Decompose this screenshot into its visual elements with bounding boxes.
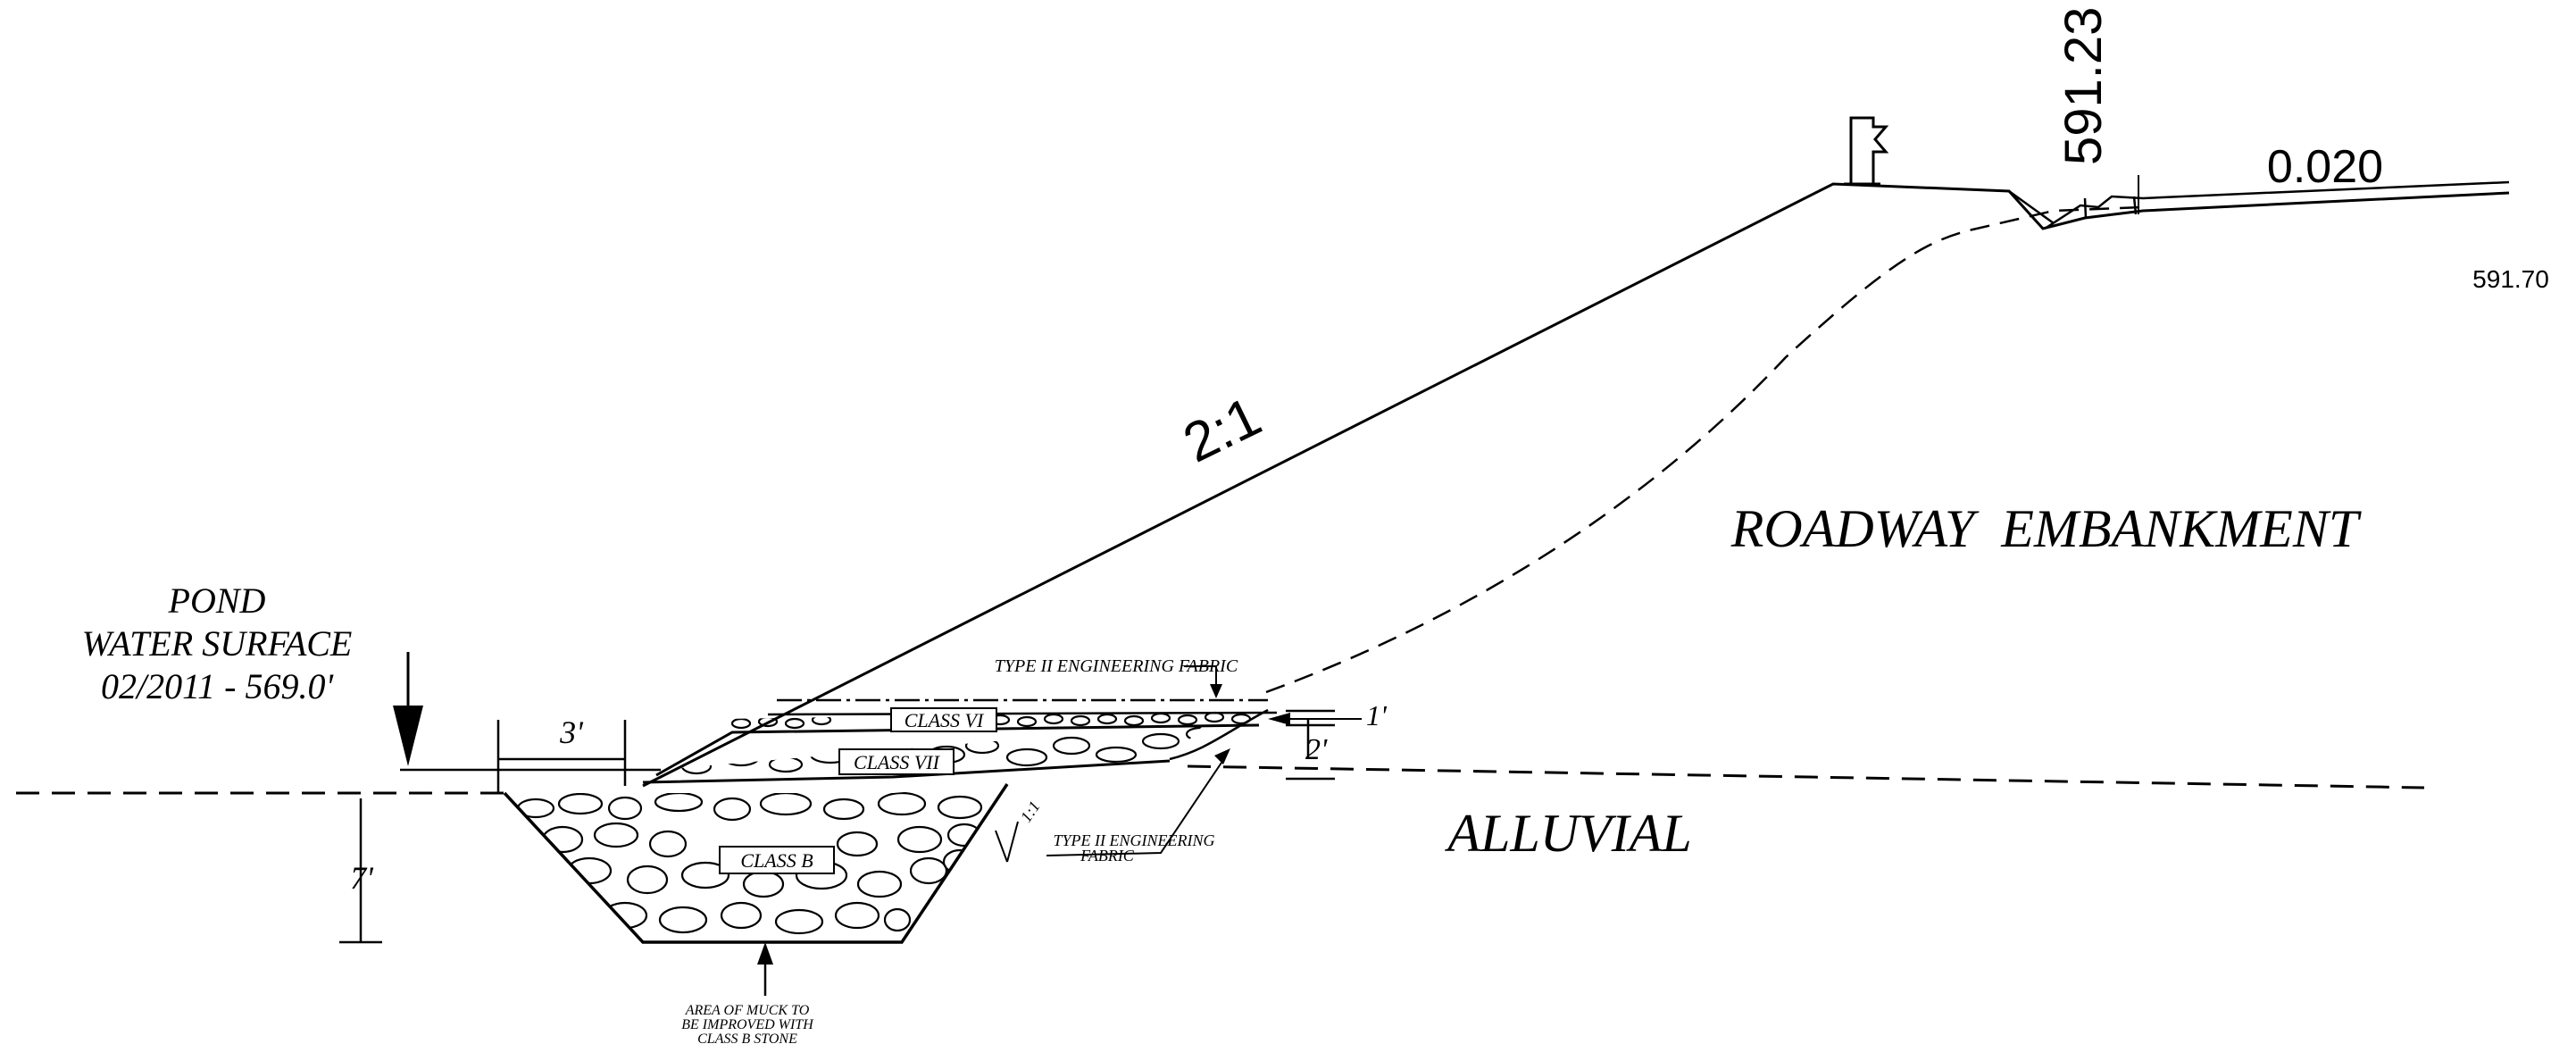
muck-note-line1: AREA OF MUCK TO — [685, 1003, 810, 1018]
water-surface-label: WATER SURFACE — [82, 623, 353, 664]
cross-slope-label: 0.020 — [2267, 141, 2383, 193]
slope-ratio-label: 2:1 — [1174, 386, 1271, 475]
class-vi-stone-fill — [730, 711, 1252, 730]
dim-1ft-arrowhead — [1268, 713, 1290, 725]
dim-7ft-line — [339, 798, 382, 944]
fabric-bottom-label-line1: TYPE II ENGINEERING — [1054, 831, 1215, 849]
water-surface-arrowhead — [393, 706, 423, 766]
fabric-bottom-curve — [1169, 708, 1269, 761]
top-elevation-label: 591.23 — [2055, 7, 2113, 165]
pond-date-elevation-label: 02/2011 - 569.0' — [101, 666, 334, 706]
curb-detail — [2008, 189, 2138, 225]
dim-3ft-line — [498, 720, 627, 786]
alluvial-label: ALLUVIAL — [1444, 804, 1691, 863]
existing-ground-dashed-line — [16, 764, 2425, 795]
right-elevation-label: 591.70 — [2472, 265, 2549, 293]
class-vi-tag: CLASS VI — [905, 709, 985, 731]
slope-1-1-leader — [995, 821, 1019, 863]
slope-1-1-label: 1:1 — [1017, 798, 1044, 825]
fabric-top-label: TYPE II ENGINEERING FABRIC — [995, 656, 1238, 676]
guardrail-post-icon — [1844, 116, 1889, 186]
fabric-top-arrowhead — [1210, 684, 1222, 698]
fabric-bottom-label-line2: FABRIC — [1080, 847, 1135, 864]
dim-1ft-2ft-lines — [1286, 709, 1335, 781]
muck-note-line3: CLASS B STONE — [697, 1031, 797, 1044]
embankment-slope-line — [642, 182, 2510, 788]
class-b-tag: CLASS B — [740, 849, 813, 872]
trench-outline — [503, 783, 1009, 944]
class-vii-tag: CLASS VII — [854, 751, 941, 773]
dim-2ft-label: 2' — [1305, 733, 1328, 766]
fabric-top-leader — [1184, 665, 1217, 688]
class-vii-tag-box — [838, 748, 955, 775]
dim-3ft-label: 3' — [559, 714, 584, 750]
class-vii-layer-outline — [655, 723, 1260, 777]
subgrade-dashed-line — [1265, 205, 2144, 694]
fabric-bottom-arrowhead — [1214, 748, 1230, 764]
pond-label: POND — [168, 580, 266, 621]
class-b-tag-box — [719, 846, 835, 874]
dim-1ft-label: 1' — [1366, 699, 1388, 731]
roadway-embankment-label: ROADWAY EMBANKMENT — [1730, 499, 2362, 558]
muck-note-line2: BE IMPROVED WITH — [681, 1017, 814, 1032]
class-vii-top-line — [642, 759, 1171, 784]
class-vi-tag-box — [890, 707, 997, 732]
fabric-bottom-leader — [1046, 756, 1226, 856]
muck-arrowhead — [757, 942, 773, 965]
dim-7ft-label: 7' — [350, 860, 374, 896]
class-vi-top-line — [767, 711, 1278, 716]
